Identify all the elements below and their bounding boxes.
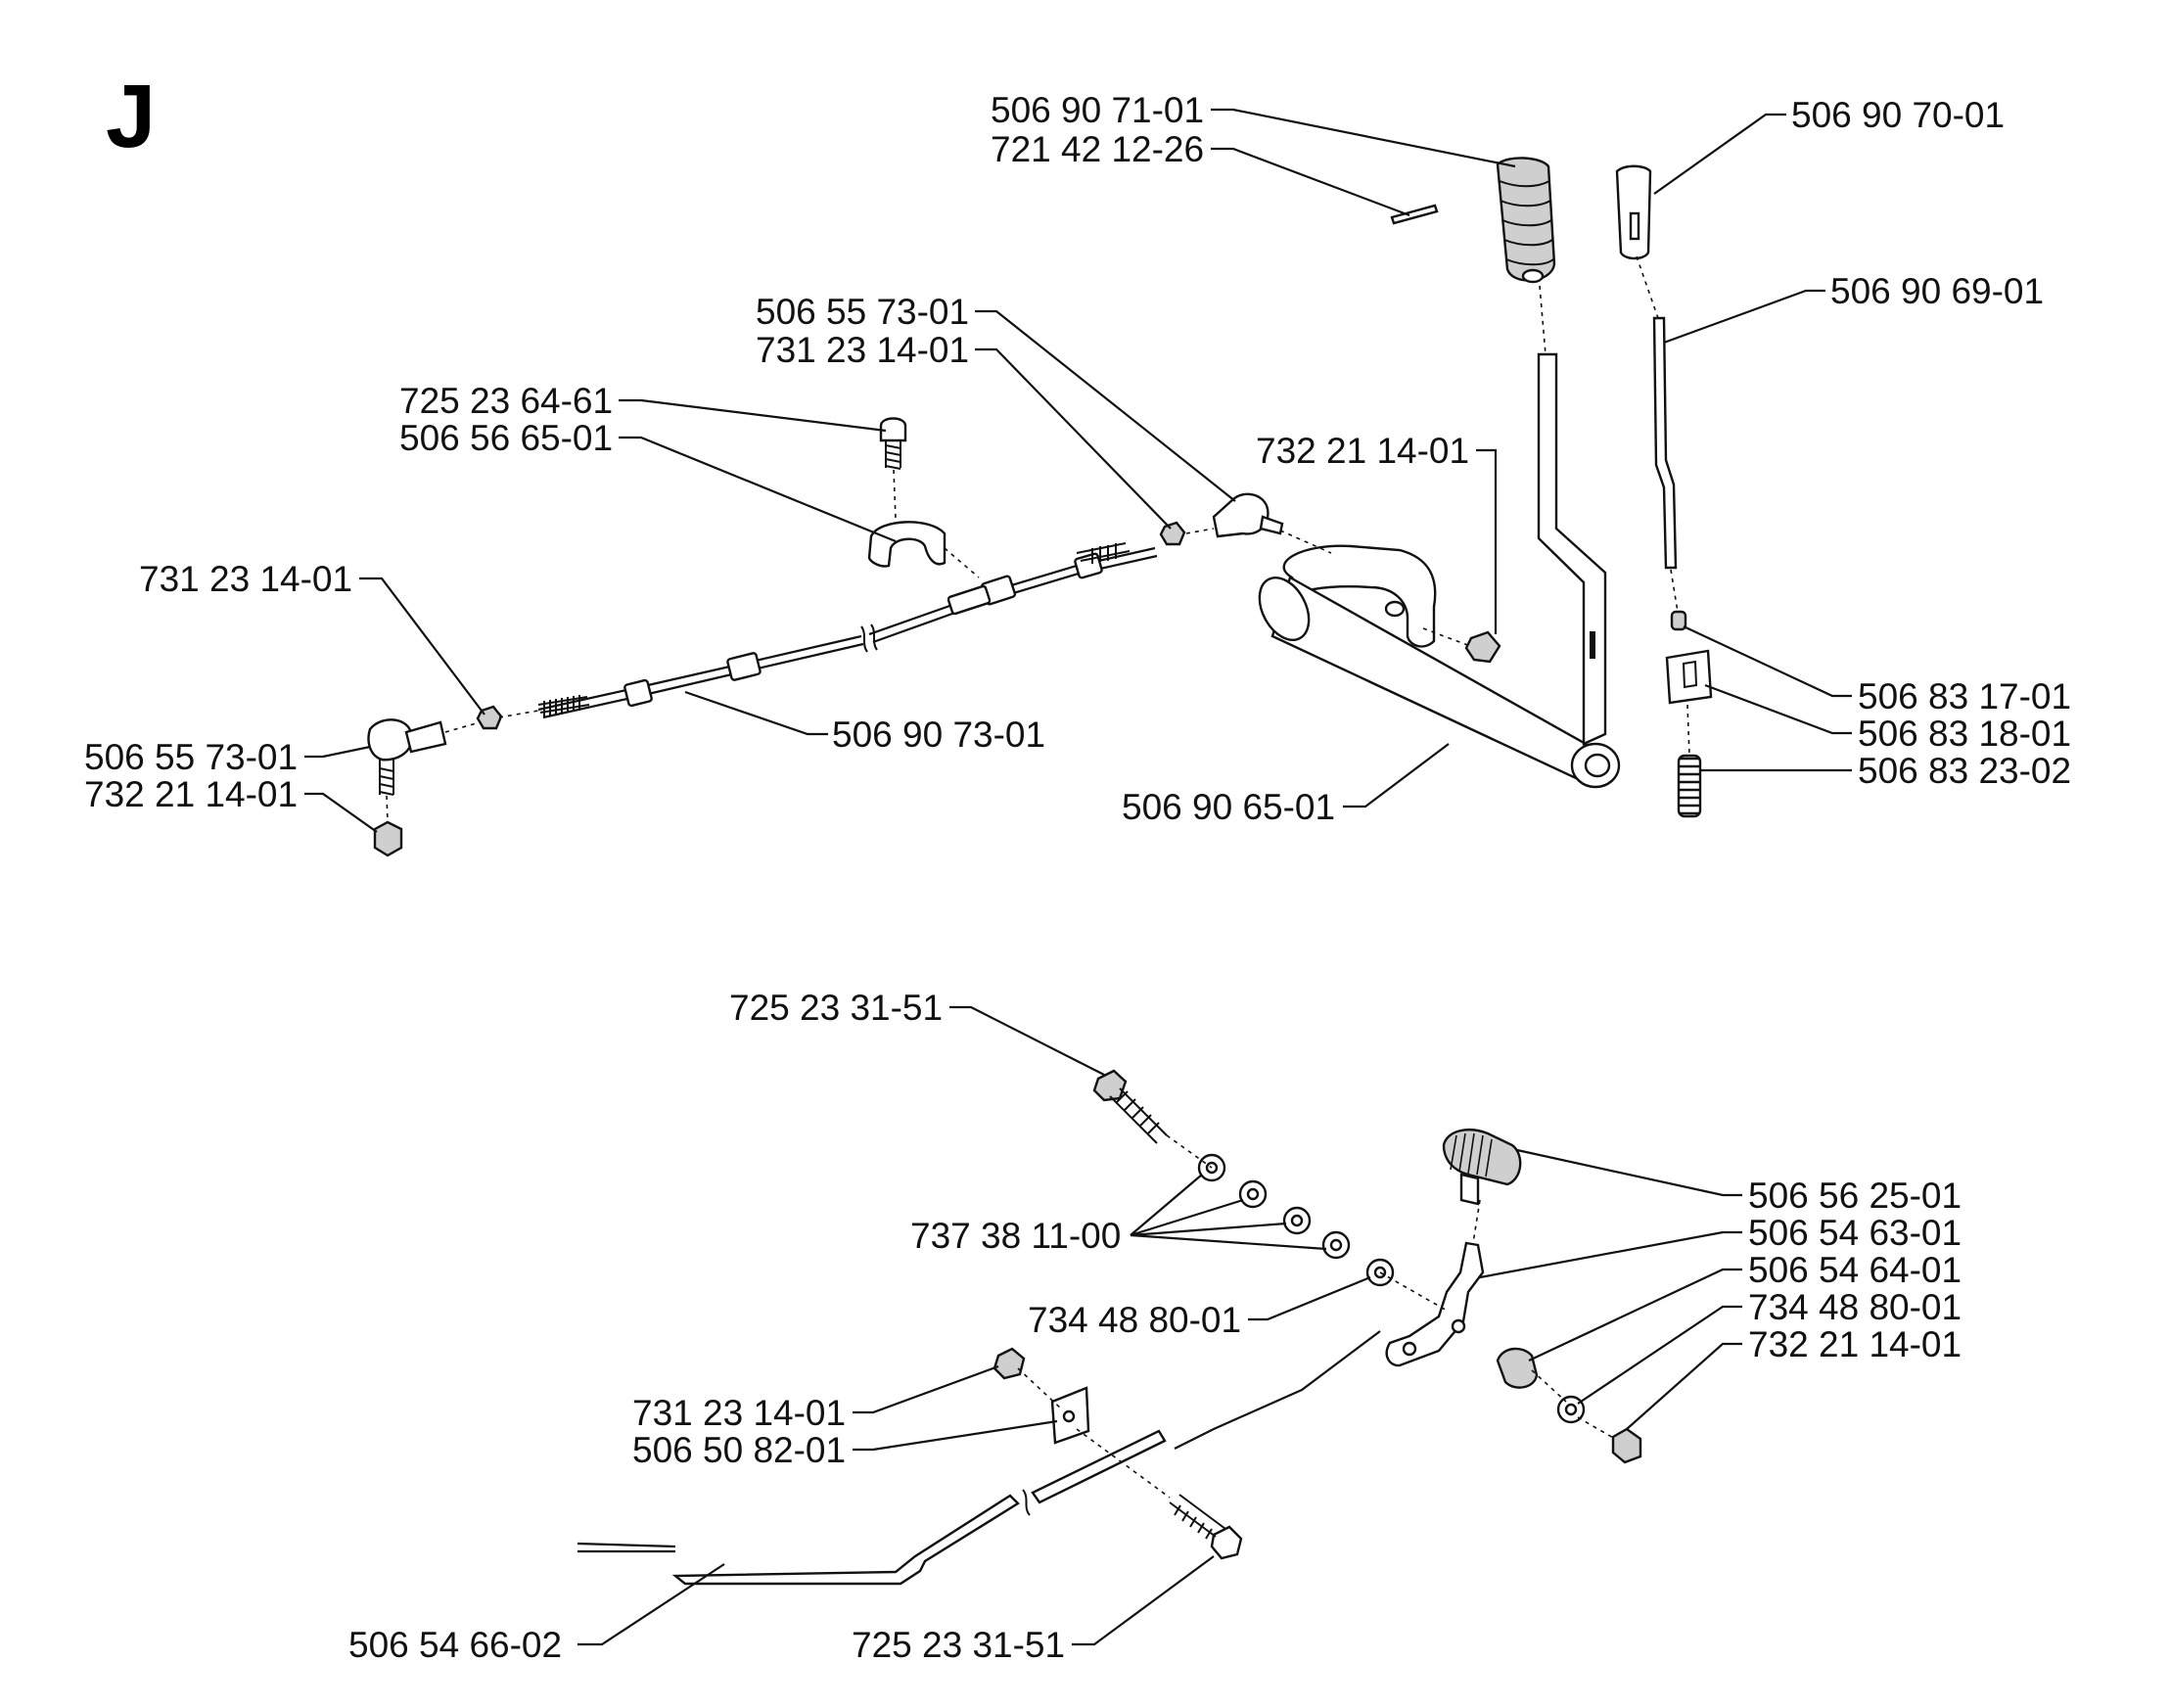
label-l21: 506 54 64-01 [1748,1250,1962,1290]
lever-knob [1496,157,1556,282]
label-l15: 506 83 18-01 [1858,714,2071,754]
ball-joint-upper [1212,492,1270,538]
ball-joint-upper-stud [1259,515,1284,535]
washer-lower-hole [1564,1403,1578,1416]
throttle-lever [1385,1241,1485,1367]
ball-joint-lower [367,718,413,762]
label-l07: 725 23 64-61 [399,381,613,421]
hex-bolt-lower [1210,1525,1243,1560]
label-l11: 506 90 73-01 [832,715,1045,755]
tube-right-bore [1584,753,1611,778]
ball-joint-lower-stud [379,760,394,796]
throttle-cable-sheath-2 [671,1494,1020,1586]
cable-fittings-upper [623,552,1103,708]
clip-nut [993,1347,1026,1380]
bracket-pivot-hole [1384,600,1406,618]
secondary-rod [1652,316,1678,570]
hex-bolt-lower-thread [1169,1494,1226,1540]
label-l29: 725 23 31-51 [852,1625,1065,1665]
control-cable-upper [537,634,862,712]
label-l03: 506 90 70-01 [1791,95,2005,135]
label-l10: 731 23 14-01 [139,559,352,599]
knob-bore [1521,268,1545,284]
part-number-labels: 506 90 71-01 721 42 12-26 506 90 70-01 5… [84,90,2071,1665]
cable-clamp-upper [867,521,946,568]
throttle-cable-inner [1174,1330,1381,1450]
throttle-lever-hole-2 [1402,1341,1417,1357]
label-l16: 506 83 23-02 [1858,751,2071,791]
assembly-axis-lines [386,255,1690,1499]
small-knob-slot [1629,211,1640,241]
label-l14: 506 83 17-01 [1858,676,2071,716]
label-l13: 732 21 14-01 [84,774,298,814]
knob-ribs [1499,180,1554,266]
detent-bushing [1670,610,1687,631]
throttle-lever-hole [1451,1318,1466,1334]
washers [1197,1153,1395,1287]
clamp-screw-shank [885,440,901,470]
label-l27: 506 50 82-01 [632,1430,846,1470]
spacer-bushing [1496,1347,1539,1389]
label-l18: 725 23 31-51 [729,988,943,1028]
label-l28: 506 54 66-02 [348,1625,562,1665]
label-l22: 734 48 80-01 [1748,1287,1962,1327]
section-letter: J [106,67,156,166]
lever-slot [1590,631,1595,659]
control-cable-upper-4 [872,554,1158,644]
tube-left-end [1258,577,1311,641]
label-l26: 731 23 14-01 [632,1393,846,1433]
label-l23: 732 21 14-01 [1748,1324,1962,1364]
ball-joint-lower-stem [404,720,447,754]
cable-clip-hole [1062,1409,1076,1423]
label-l25: 734 48 80-01 [1028,1300,1241,1340]
clamp-screw [879,417,907,442]
cable-break-lower [1022,1489,1031,1516]
throttle-cable-sheath [1031,1429,1167,1504]
threaded-end-upper-2 [1076,542,1131,564]
label-l05: 506 55 73-01 [756,292,969,332]
cable-break-mark [860,623,878,653]
throttle-cable-end [577,1542,676,1548]
label-l17: 506 90 65-01 [1122,787,1335,827]
lever-lock-nut [1464,630,1501,664]
c-bracket-plate [1282,544,1437,648]
gear-lever-arm [1537,352,1607,746]
hex-bolt-upper-thread [1109,1087,1168,1144]
label-l04: 506 90 69-01 [1830,271,2044,311]
detent-spring [1677,754,1702,818]
label-l20: 506 54 63-01 [1748,1213,1962,1253]
cable-nut-upper [1159,521,1186,546]
ball-joint-lower-nut [373,820,403,857]
label-l02: 721 42 12-26 [991,129,1204,169]
label-l09: 732 21 14-01 [1256,431,1469,471]
label-l01: 506 90 71-01 [991,90,1204,130]
leader-lines [304,108,1852,1646]
label-l08: 506 56 65-01 [399,418,613,458]
label-l19: 506 56 25-01 [1748,1176,1962,1216]
detent-plate-slot [1682,660,1698,689]
roll-pin [1390,204,1439,225]
control-cable-upper-2 [542,642,864,719]
lock-nut-lower [1611,1427,1642,1464]
throttle-knob-ribs [1450,1132,1493,1177]
throttle-knob-stem [1459,1173,1480,1206]
label-l06: 731 23 14-01 [756,330,969,370]
label-l24: 737 38 11-00 [910,1216,1121,1256]
label-l12: 506 55 73-01 [84,737,298,777]
threaded-end-upper [537,695,590,716]
hex-bolt-upper [1092,1069,1128,1102]
